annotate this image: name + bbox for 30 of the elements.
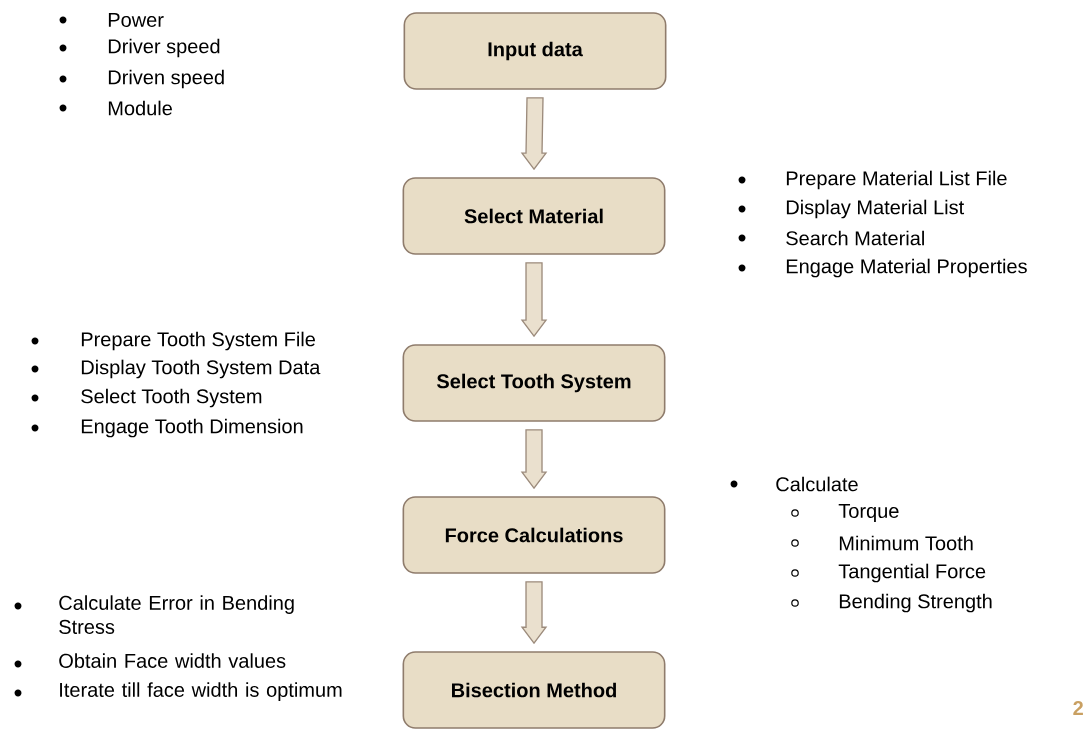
process-box: Select Tooth System	[402, 344, 666, 422]
bullet-item: Prepare Tooth System File	[31, 331, 315, 351]
bullet-item: Driver speed	[59, 38, 220, 58]
process-box: Bisection Method	[402, 651, 666, 729]
process-box: Select Material	[402, 177, 666, 255]
bullet-item: Power	[59, 13, 164, 27]
bullet-item: Minimum Tooth	[791, 535, 973, 551]
process-box: Input data	[403, 12, 667, 90]
bullet-item: Calculate Error in Bending Stress	[14, 595, 294, 634]
block-arrow	[520, 97, 548, 171]
block-arrow	[520, 581, 548, 645]
bullet-item: Display Tooth System Data	[31, 359, 321, 379]
bullet-item: Display Material List	[738, 199, 965, 219]
process-box: Force Calculations	[402, 496, 666, 574]
bullet-item: Calculate	[730, 476, 858, 492]
page-number: 2	[1073, 701, 1083, 715]
bullet-item: Search Material	[738, 230, 924, 246]
bullet-item: Bending Strength	[791, 593, 992, 613]
bullet-item: Iterate till face width is optimum	[14, 682, 342, 701]
bullet-item: Driven speed	[59, 69, 224, 89]
bullet-item: Engage Material Properties	[738, 258, 1027, 278]
bullet-item: Tangential Force	[791, 563, 986, 583]
block-arrow	[520, 262, 548, 338]
bullet-item: Prepare Material List File	[738, 170, 1007, 190]
bullet-item: Torque	[791, 504, 899, 522]
block-arrow	[520, 429, 548, 490]
bullet-item: Select Tooth System	[31, 388, 262, 408]
bullet-item: Engage Tooth Dimension	[31, 418, 303, 438]
bullet-item: Module	[59, 100, 172, 116]
bullet-item: Obtain Face width values	[14, 653, 286, 668]
